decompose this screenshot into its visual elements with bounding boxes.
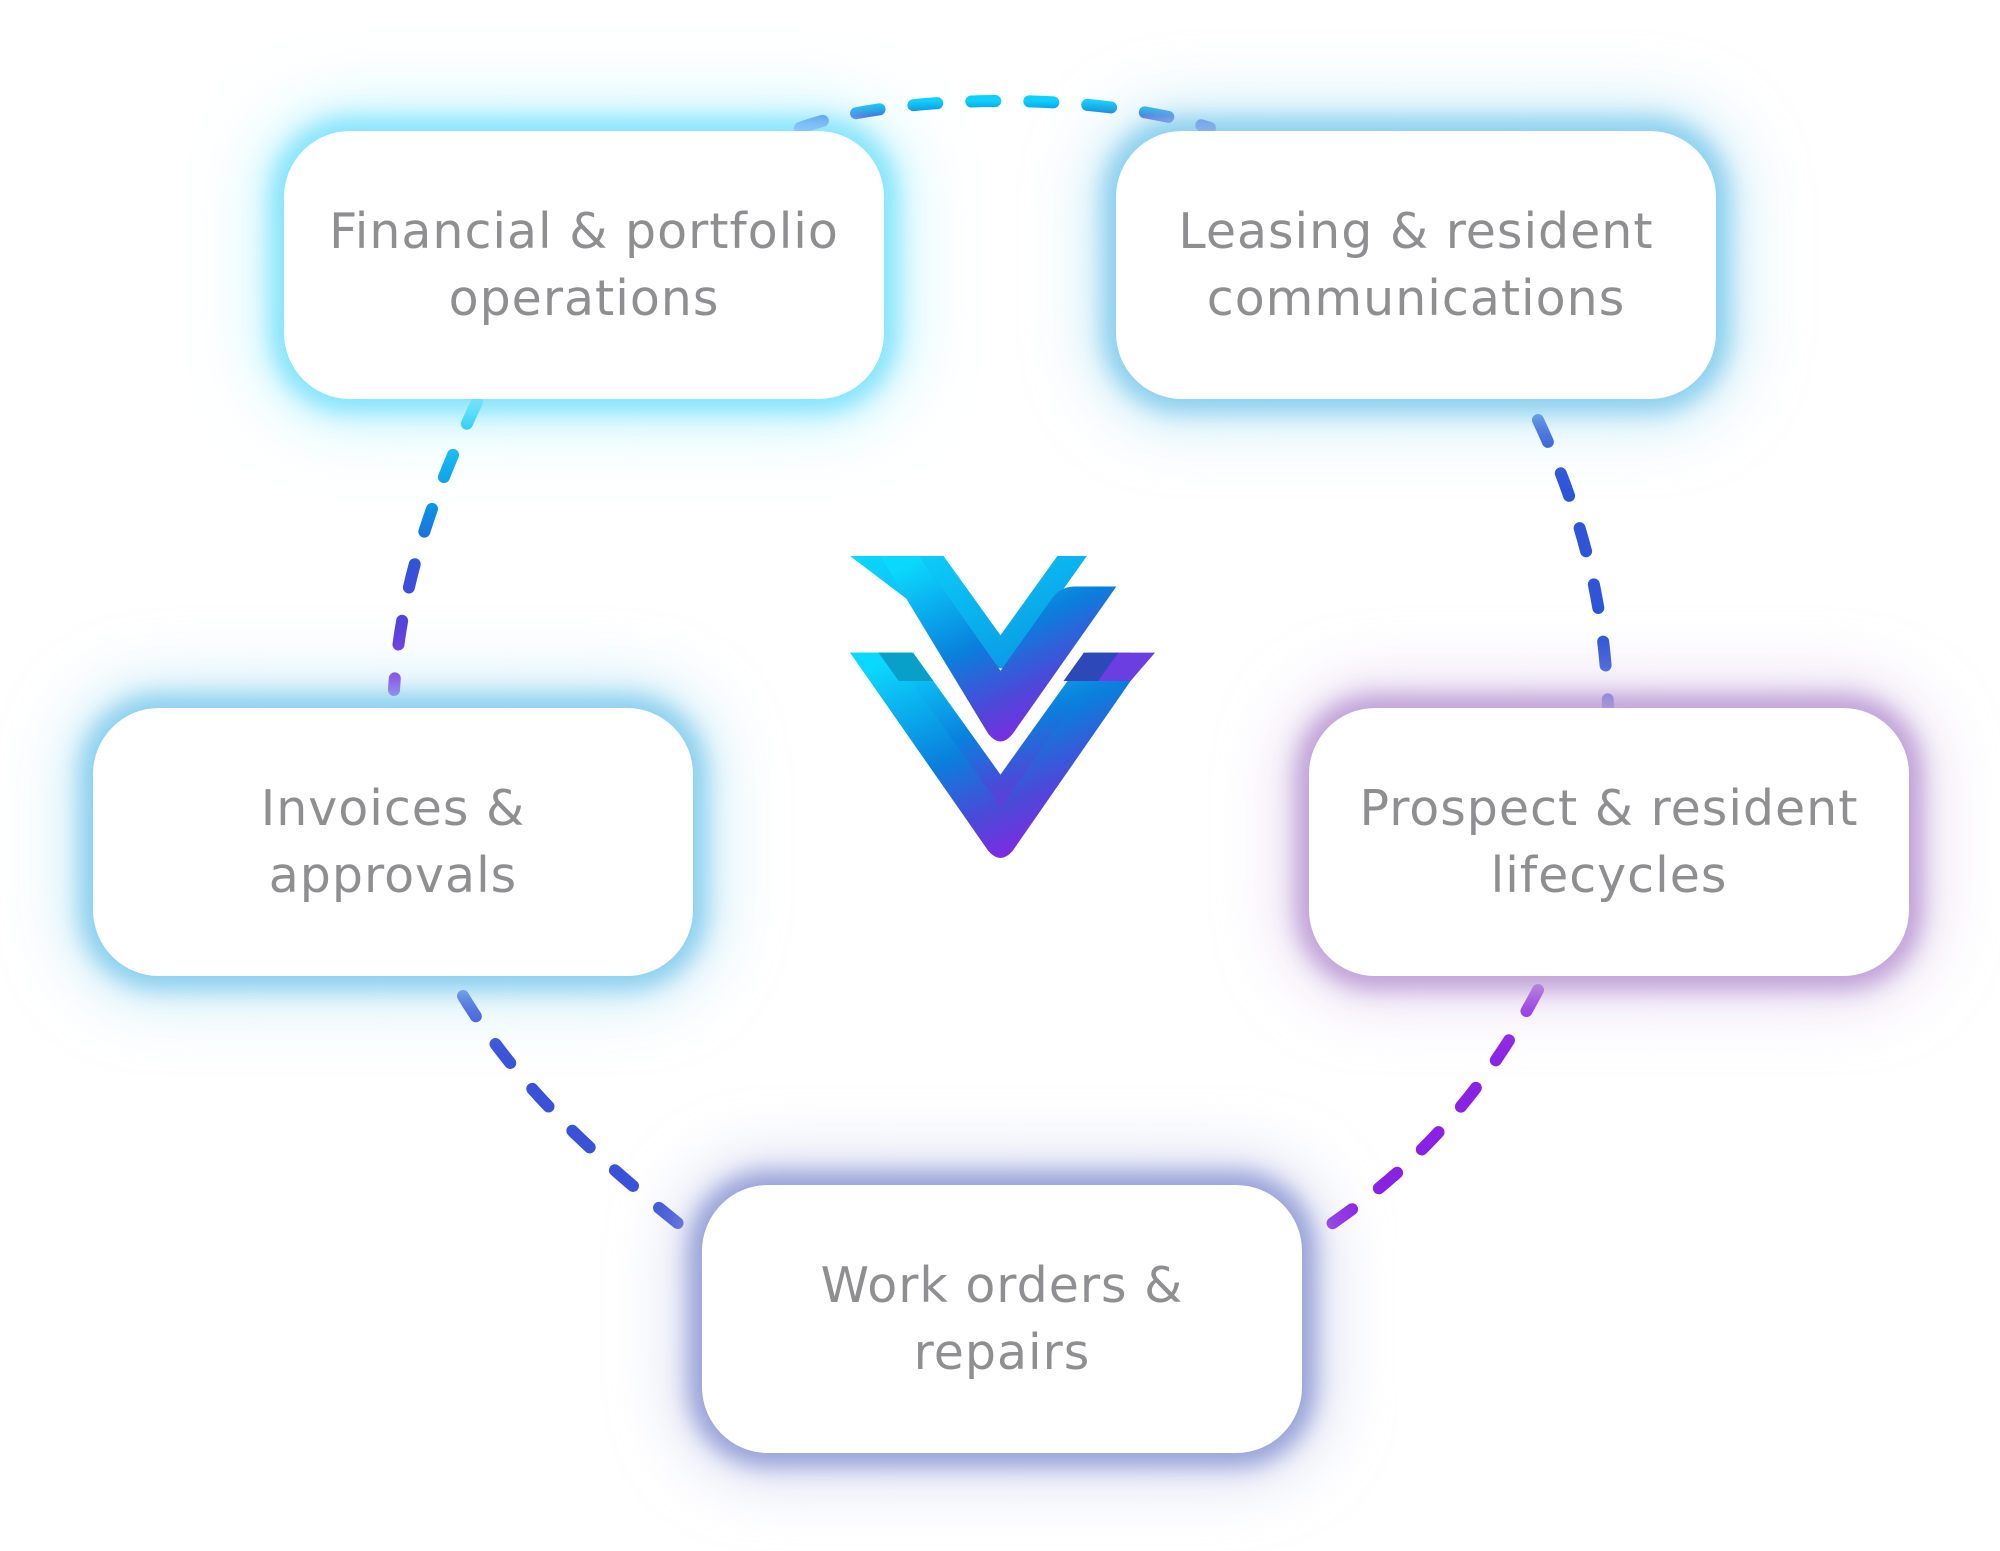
node-label-line1: Prospect & resident [1359, 780, 1859, 837]
connector-right-lower [1324, 984, 1544, 1231]
node-label-line2: operations [448, 270, 720, 327]
node-label-line1: Work orders & [820, 1257, 1184, 1314]
logo-bottom-right-arm [1089, 652, 1155, 682]
v-chevron-logo-icon [850, 556, 1155, 858]
node-label-line2: lifecycles [1490, 847, 1728, 904]
connector-top [794, 95, 1216, 134]
node-label-line2: approvals [268, 847, 518, 904]
logo-bottom-band-right [1063, 652, 1119, 682]
node-work-orders-repairs: Work orders & repairs [702, 1185, 1302, 1453]
node-label-line2: communications [1206, 270, 1626, 327]
connector-right-upper [1532, 414, 1614, 714]
node-invoices-approvals: Invoices & approvals [93, 708, 693, 976]
node-financial-portfolio-operations: Financial & portfolio operations [284, 131, 884, 399]
connector-left-lower [457, 990, 686, 1231]
node-label-line1: Financial & portfolio [329, 203, 839, 260]
logo-bottom-band-left [878, 652, 934, 682]
logo-middle-body [880, 556, 1117, 742]
logo-bottom-chevron [850, 652, 1131, 858]
connector-left-upper [388, 396, 483, 696]
node-label-line2: repairs [913, 1324, 1091, 1381]
node-prospect-resident-lifecycles: Prospect & resident lifecycles [1309, 708, 1909, 976]
logo-middle-chevron [850, 652, 1155, 824]
node-label-line1: Leasing & resident [1178, 203, 1654, 260]
node-leasing-resident-communications: Leasing & resident communications [1116, 131, 1716, 399]
node-label-line1: Invoices & [260, 780, 526, 837]
